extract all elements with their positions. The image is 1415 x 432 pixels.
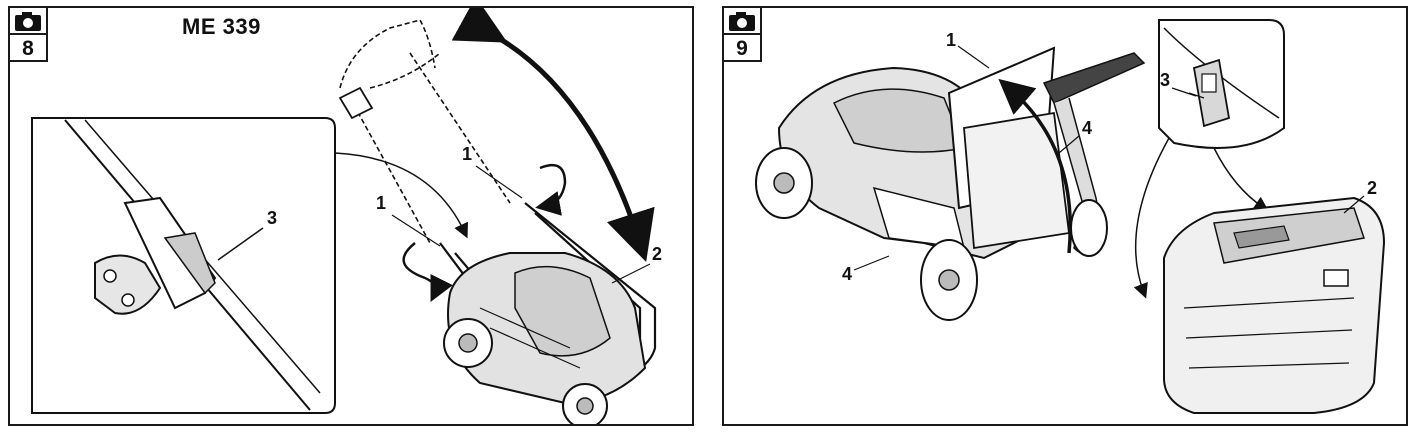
- box-handle-icon: [1323, 269, 1349, 287]
- callout-1-left: 1: [376, 193, 387, 213]
- handle-bar: [1042, 52, 1146, 104]
- callout-3: 3: [267, 208, 278, 228]
- figure-number-badge: 8: [10, 8, 48, 62]
- figure-number: 9: [724, 33, 760, 62]
- rotate-arrow-icon: [535, 163, 567, 216]
- fold-double-arrow: [451, 8, 655, 263]
- callout-1: 1: [946, 30, 957, 50]
- figure-number: 8: [10, 33, 46, 62]
- grass-collection-box: [1163, 196, 1386, 414]
- wheel-icon: [443, 318, 493, 368]
- callout-2: 2: [652, 244, 663, 264]
- callout-4-right: 4: [1082, 118, 1093, 138]
- figure-panel-9: 9 1 3 4 4 2: [722, 6, 1408, 426]
- camera-icon: [729, 12, 755, 31]
- handle-raised-dashed: [339, 19, 511, 244]
- callout-4-left: 4: [842, 264, 853, 284]
- wheel-icon: [755, 147, 813, 219]
- handle-grip-icon: [338, 86, 374, 120]
- callout-3: 3: [1160, 70, 1171, 90]
- camera-icon: [15, 12, 41, 31]
- detail-inset-clamp: [31, 117, 336, 414]
- mower-handle-fold-illustration: [31, 8, 657, 424]
- callout-1-right: 1: [462, 144, 473, 164]
- model-label: ME 339: [182, 14, 261, 39]
- wheel-icon: [920, 239, 978, 321]
- figure-panel-8: 8 ME 339 1 1 2 3: [8, 6, 694, 426]
- mower-body: [447, 252, 647, 405]
- discharge-chute: [963, 111, 1071, 250]
- wheel-icon: [1070, 199, 1108, 257]
- grass-box-fitting-illustration: [755, 19, 1386, 414]
- rotate-arrow-icon: [402, 242, 453, 302]
- callout-2: 2: [1367, 178, 1378, 198]
- figure-number-badge: 9: [724, 8, 762, 62]
- wheel-icon: [562, 383, 608, 424]
- detail-inset-hook: [1158, 19, 1285, 149]
- knob-icon: [94, 254, 162, 315]
